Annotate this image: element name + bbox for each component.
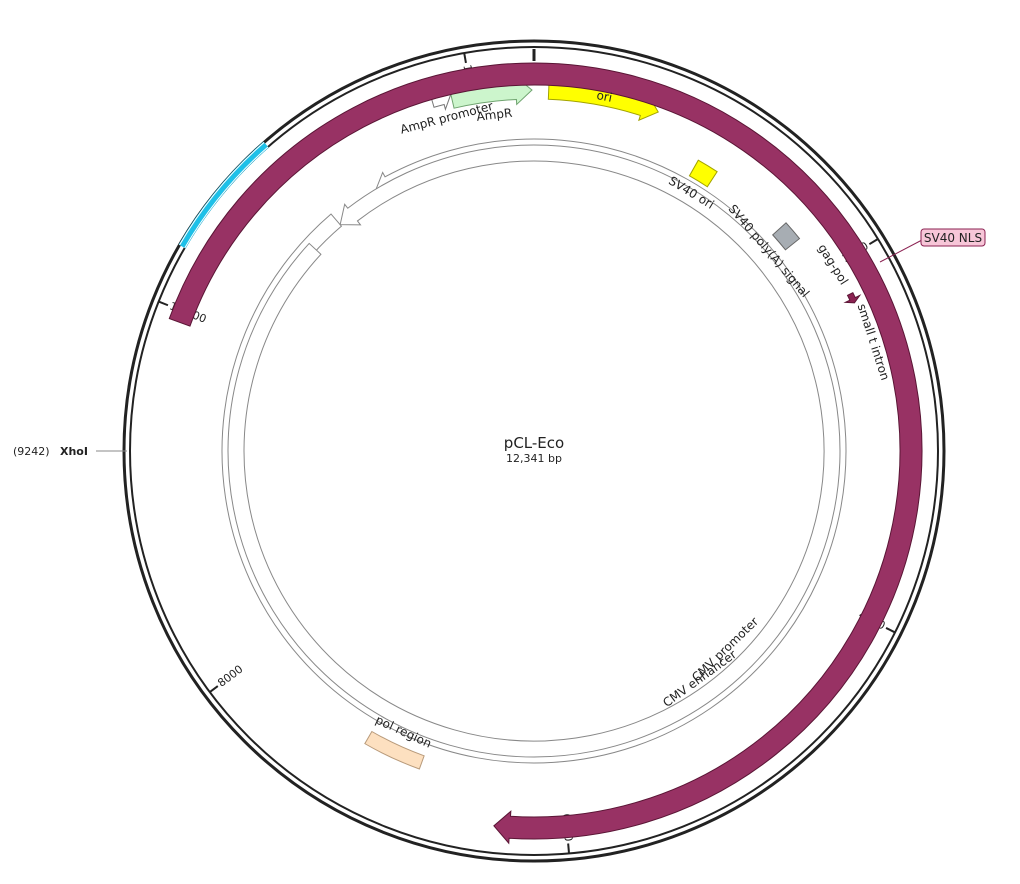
- tick-mark: [209, 685, 219, 693]
- label-ori: ori: [595, 88, 613, 105]
- backbone-highlight-edge: [184, 146, 269, 249]
- features: [168, 62, 923, 845]
- restriction-site-position: (9242): [13, 445, 50, 458]
- tick-mark: [158, 300, 169, 307]
- callout-box: [920, 228, 986, 247]
- tick-mark: [567, 843, 571, 854]
- label-sv40-polya: SV40 poly(A) signal: [726, 202, 813, 300]
- feature-cmv-promoter[interactable]: [227, 144, 841, 758]
- feature-sv40-polya[interactable]: [771, 222, 801, 251]
- tick-mark: [868, 238, 879, 246]
- backbone-highlight-edge: [179, 141, 265, 246]
- tick-mark: [463, 52, 467, 64]
- restriction-site-name: XhoI: [60, 445, 88, 458]
- callout-leader: [879, 239, 923, 263]
- plasmid-name: pCL-Eco: [504, 434, 564, 452]
- feature-pol-region[interactable]: [364, 730, 425, 770]
- label-ampr: AmpR: [476, 106, 513, 124]
- callout-label: SV40 NLS: [924, 231, 982, 245]
- backbone-highlight: [178, 141, 269, 249]
- feature-sv40-nls[interactable]: [843, 291, 862, 304]
- sv40-nls-callout[interactable]: SV40 NLS: [879, 228, 986, 263]
- plasmid-length: 12,341 bp: [506, 452, 562, 465]
- tick-label: 8000: [215, 663, 245, 690]
- backbone-inner-ring: [129, 46, 939, 856]
- restriction-site-xhoi[interactable]: (9242) XhoI: [13, 445, 127, 458]
- feature-sv40-ori[interactable]: [688, 159, 718, 188]
- tick-mark: [885, 627, 896, 634]
- feature-gag-pol[interactable]: [168, 62, 923, 845]
